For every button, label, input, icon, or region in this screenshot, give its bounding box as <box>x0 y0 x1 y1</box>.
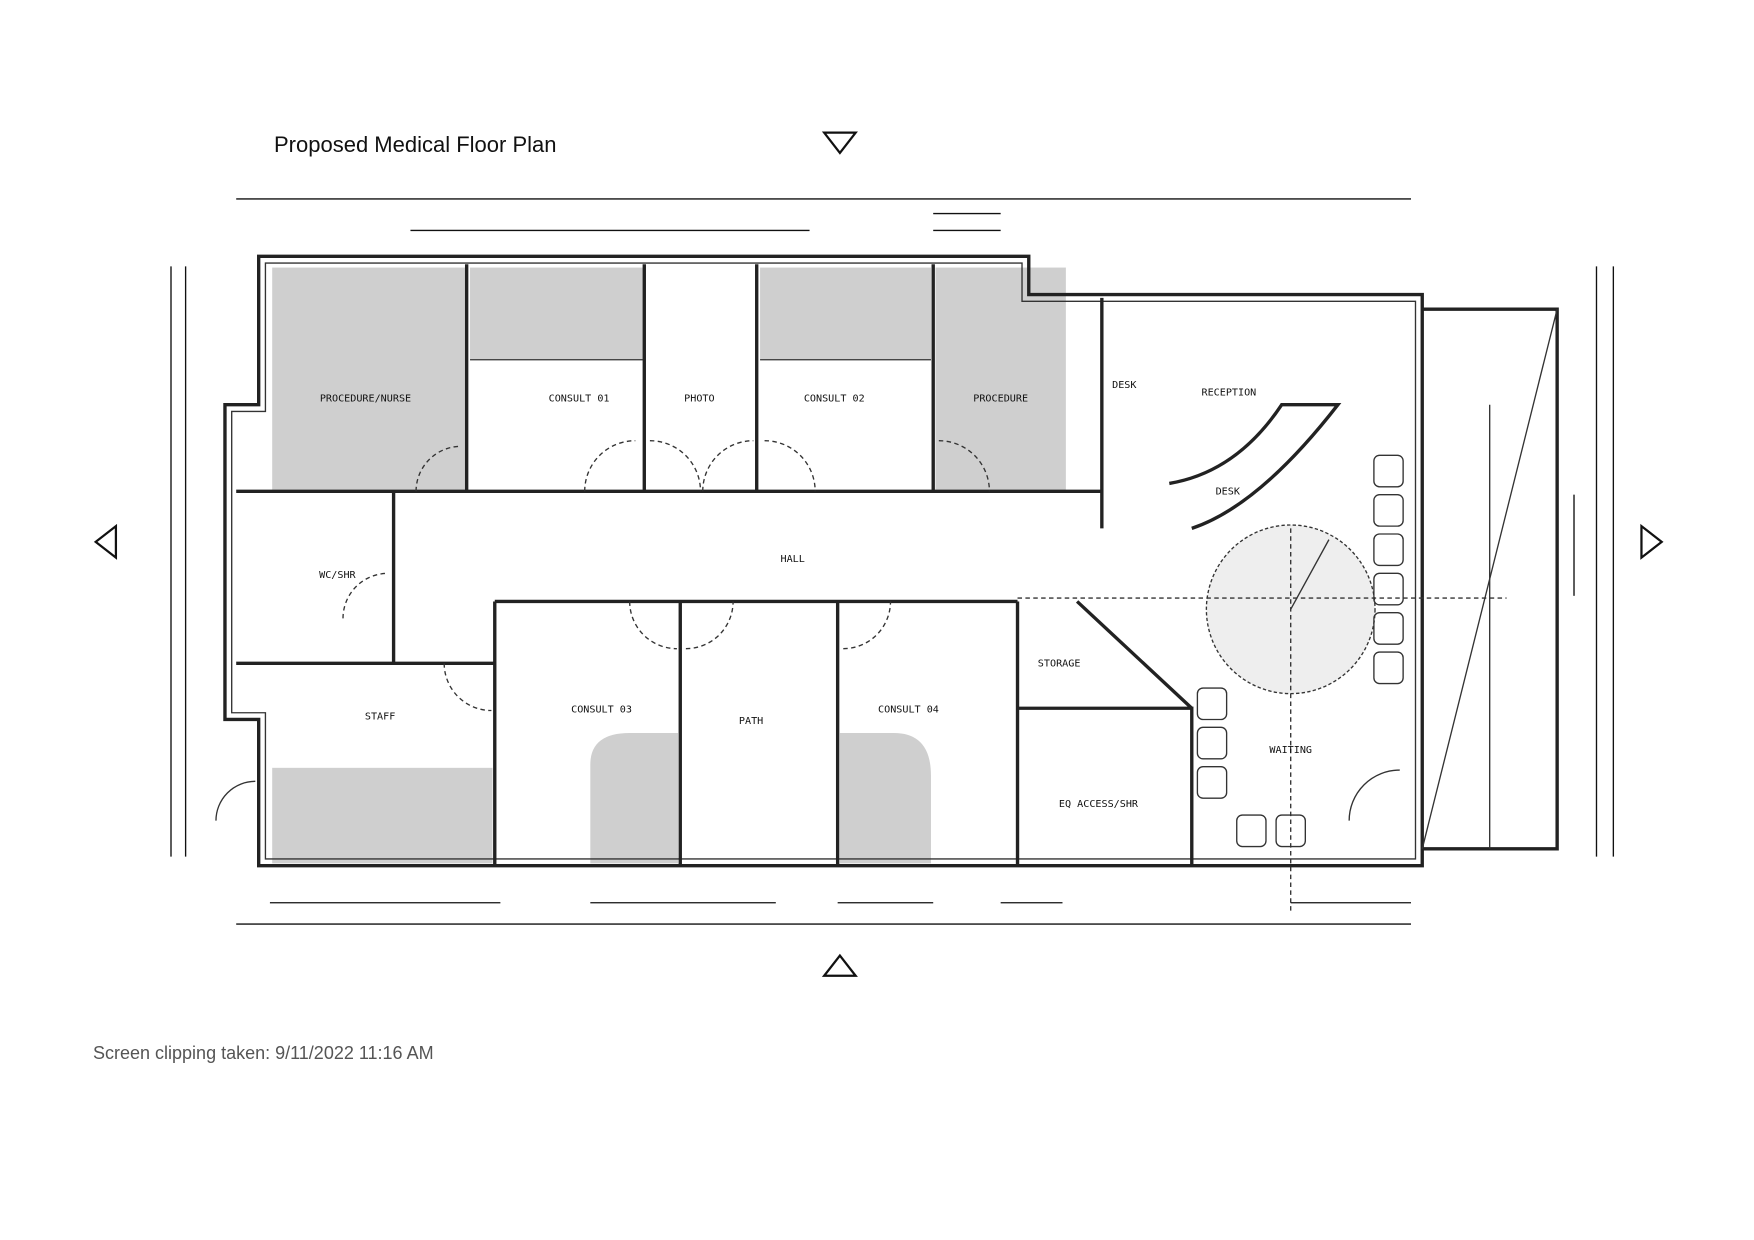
room-consult-01: CONSULT 01 <box>549 393 610 404</box>
room-waiting: WAITING <box>1269 745 1312 756</box>
door-swings <box>215 440 1400 821</box>
room-wc-shr: WC/SHR <box>319 570 356 581</box>
room-desk-2: DESK <box>1216 487 1241 498</box>
room-consult-02: CONSULT 02 <box>804 393 865 404</box>
room-consult-04: CONSULT 04 <box>878 705 939 716</box>
room-consult-03: CONSULT 03 <box>571 705 632 716</box>
dimension-lines <box>170 198 1615 925</box>
room-staff: STAFF <box>365 711 395 722</box>
waiting-chairs <box>1196 454 1404 848</box>
plan-title: Proposed Medical Floor Plan <box>274 132 557 157</box>
room-procedure: PROCEDURE <box>973 393 1028 404</box>
room-path: PATH <box>739 716 763 727</box>
exterior-walls <box>223 254 1559 868</box>
room-desk-1: DESK <box>1112 380 1137 391</box>
room-procedure-nurse: PROCEDURE/NURSE <box>320 393 411 404</box>
section-markers <box>93 131 1664 977</box>
turning-circle <box>1017 524 1507 911</box>
room-photo: PHOTO <box>684 393 714 404</box>
room-storage: STORAGE <box>1038 659 1081 670</box>
room-eq-access-shr: EQ ACCESS/SHR <box>1059 799 1139 810</box>
room-hall: HALL <box>781 554 805 565</box>
room-labels: PROCEDURE/NURSE CONSULT 01 PHOTO CONSULT… <box>319 380 1312 810</box>
shaded-zones <box>272 267 1066 864</box>
room-reception: RECEPTION <box>1201 388 1256 399</box>
clipping-timestamp: Screen clipping taken: 9/11/2022 11:16 A… <box>93 1043 434 1063</box>
interior-walls <box>236 264 1342 866</box>
